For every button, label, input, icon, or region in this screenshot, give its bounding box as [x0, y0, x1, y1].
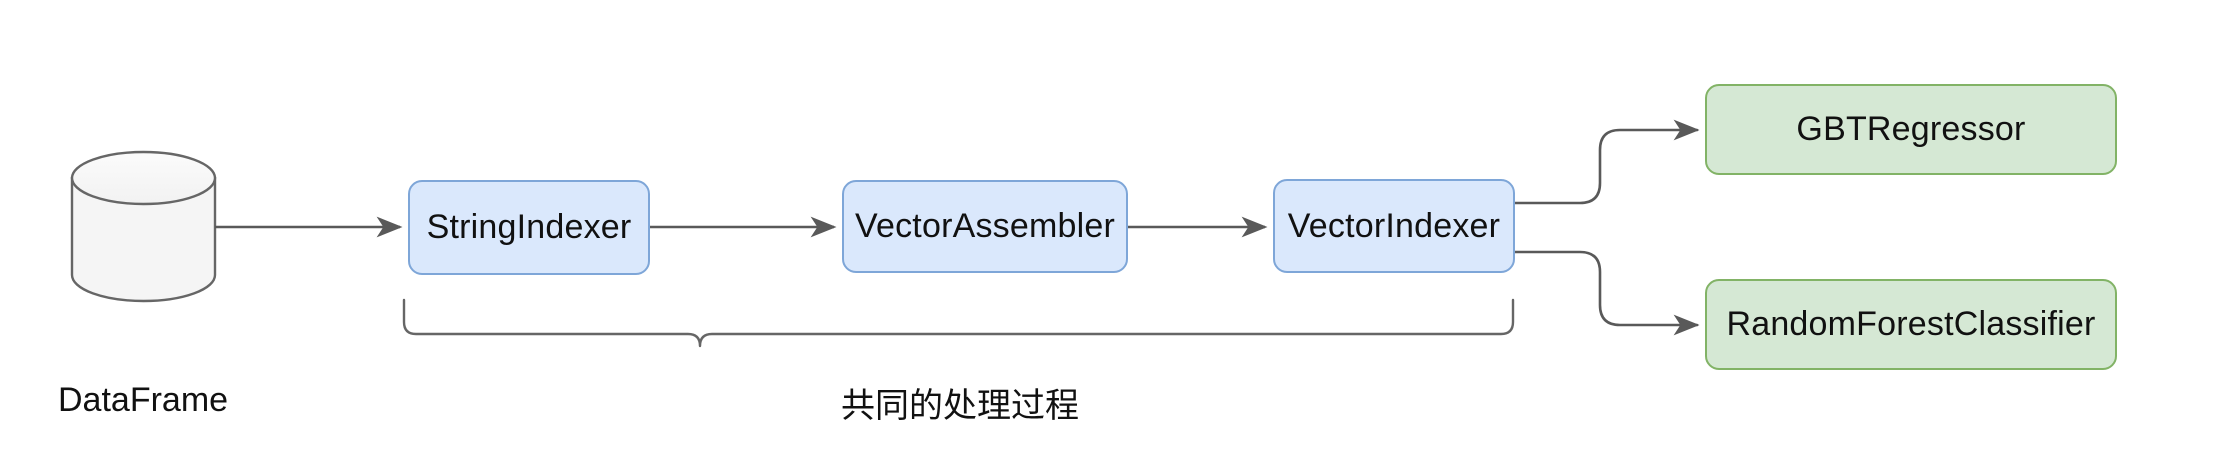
- shared-stages-brace-label: 共同的处理过程: [841, 386, 1079, 426]
- node-gbt-regressor-label: GBTRegressor: [1796, 110, 2026, 148]
- shared-stages-brace: [402, 298, 1515, 348]
- node-string-indexer-label: StringIndexer: [426, 208, 632, 246]
- node-vector-assembler-label: VectorAssembler: [855, 207, 1115, 245]
- node-vector-assembler[interactable]: VectorAssembler: [842, 180, 1128, 273]
- node-string-indexer[interactable]: StringIndexer: [408, 180, 650, 275]
- database-cylinder-icon: [70, 150, 217, 303]
- node-vector-indexer[interactable]: VectorIndexer: [1273, 179, 1515, 273]
- edge-vectorindexer-to-gbtregressor: [1513, 119, 1700, 205]
- dataframe-label: DataFrame: [58, 381, 229, 419]
- edge-vectorindexer-to-randomforestclassifier: [1513, 250, 1700, 336]
- node-random-forest-classifier-label: RandomForestClassifier: [1726, 305, 2096, 343]
- node-random-forest-classifier[interactable]: RandomForestClassifier: [1705, 279, 2117, 370]
- node-gbt-regressor[interactable]: GBTRegressor: [1705, 84, 2117, 175]
- node-vector-indexer-label: VectorIndexer: [1287, 206, 1501, 245]
